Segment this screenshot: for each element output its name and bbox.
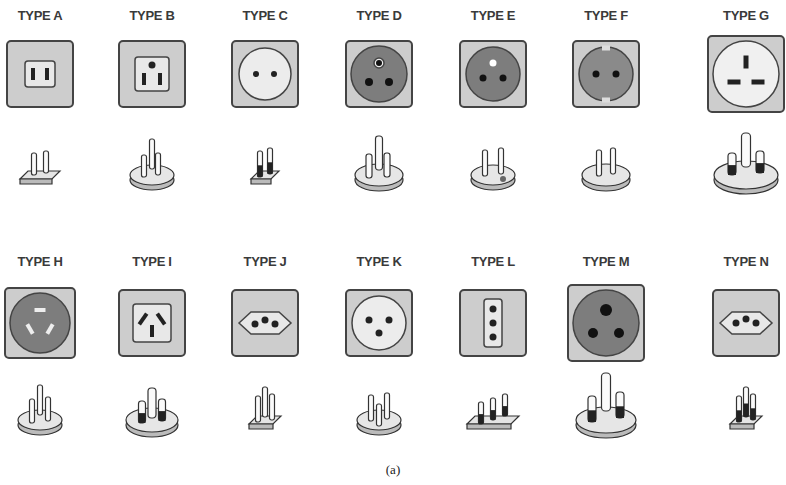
plug-drawing — [20, 151, 60, 184]
plug-drawing — [251, 148, 279, 184]
plug-drawing — [714, 133, 778, 194]
plug-drawing — [126, 388, 178, 437]
type-label: TYPE D — [356, 8, 401, 23]
socket-icon — [5, 288, 75, 358]
plug-drawing — [582, 148, 630, 191]
plug-drawing — [471, 148, 515, 190]
plug-drawing — [18, 385, 62, 435]
socket-icon — [713, 290, 779, 356]
type-label: TYPE F — [584, 8, 628, 23]
socket-icon — [7, 41, 73, 107]
type-label: TYPE A — [18, 8, 63, 23]
type-label: TYPE M — [583, 254, 630, 269]
plug-drawing — [355, 136, 403, 191]
socket-icon — [460, 290, 526, 356]
type-label: TYPE N — [723, 254, 768, 269]
type-label: TYPE I — [132, 254, 171, 269]
type-label: TYPE B — [129, 8, 174, 23]
plug-drawing — [730, 387, 762, 429]
socket-icon — [460, 41, 526, 107]
socket-icon — [119, 41, 185, 107]
socket-icon — [346, 290, 412, 356]
socket-icon — [568, 285, 644, 361]
socket-icon — [232, 290, 298, 356]
socket-icon — [573, 41, 639, 107]
plug-drawing — [130, 139, 174, 190]
type-label: TYPE C — [242, 8, 287, 23]
socket-icon — [119, 290, 185, 356]
type-label: TYPE H — [17, 254, 62, 269]
plug-drawing — [467, 394, 519, 429]
socket-icon — [346, 41, 412, 107]
plug-drawing — [576, 373, 636, 438]
type-label: TYPE L — [471, 254, 515, 269]
socket-icon — [708, 36, 784, 112]
figure-caption: (a) — [386, 462, 400, 478]
plug-drawing — [249, 387, 281, 429]
socket-icon — [232, 41, 298, 107]
type-label: TYPE K — [356, 254, 401, 269]
plug-drawing — [357, 393, 401, 435]
type-label: TYPE G — [723, 8, 769, 23]
type-label: TYPE E — [471, 8, 515, 23]
type-label: TYPE J — [244, 254, 287, 269]
